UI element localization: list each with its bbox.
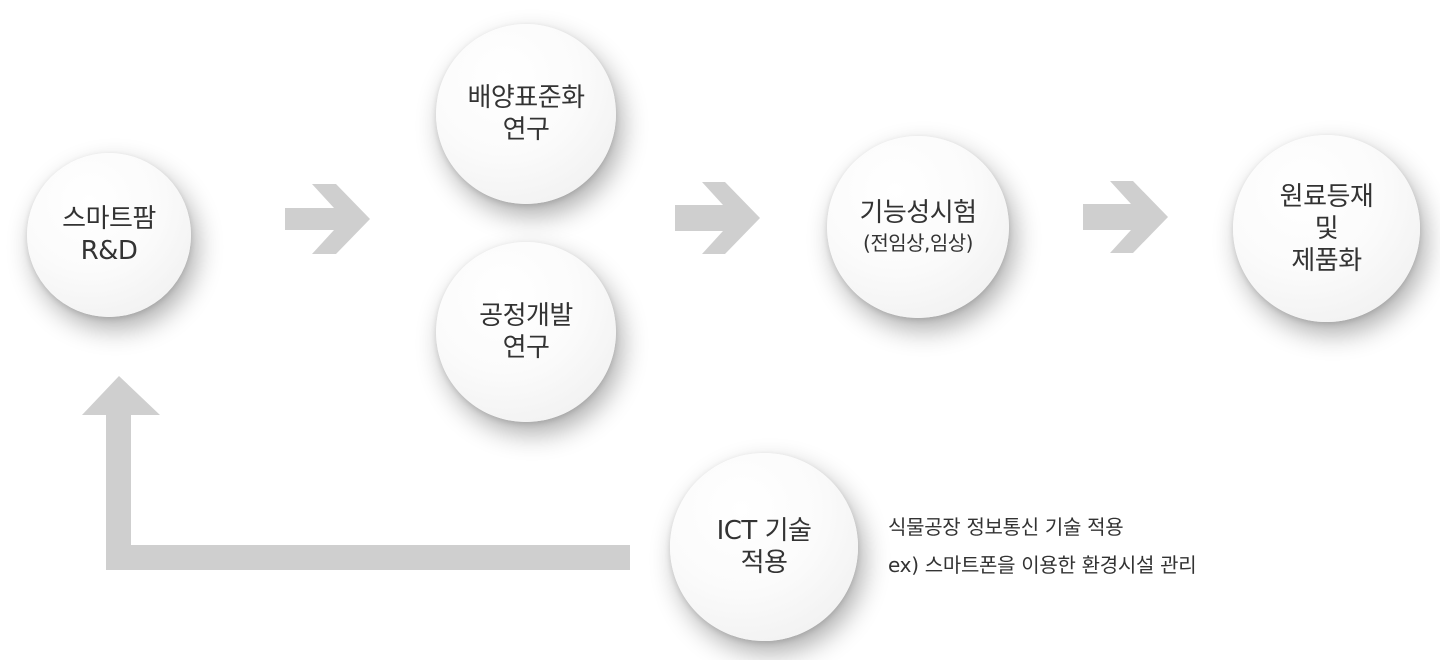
arrow-3 xyxy=(1083,181,1168,253)
node-test-subtitle: (전임상,임상) xyxy=(863,231,973,255)
node-process-subtitle: 연구 xyxy=(502,333,550,363)
ict-note-example: ex) 스마트폰을 이용한 환경시설 관리 xyxy=(888,553,1197,577)
ict-note: 식물공장 정보통신 기술 적용 ex) 스마트폰을 이용한 환경시설 관리 xyxy=(888,512,1197,580)
arrow-1 xyxy=(285,184,370,254)
node-culture-standardization: 배양표준화 연구 xyxy=(436,24,616,204)
node-culture-title: 배양표준화 xyxy=(467,83,585,113)
node-functionality-test: 기능성시험 (전임상,임상) xyxy=(827,136,1009,318)
arrow-2 xyxy=(675,182,760,254)
node-product-line3: 제품화 xyxy=(1291,245,1362,276)
node-ict-title: ICT 기술 xyxy=(716,516,812,546)
node-ict-application: ICT 기술 적용 xyxy=(670,453,858,641)
node-test-title: 기능성시험 xyxy=(859,198,977,228)
node-process-title: 공정개발 xyxy=(479,301,573,331)
node-ict-subtitle: 적용 xyxy=(740,548,788,578)
feedback-arrow xyxy=(82,376,630,570)
node-smart-farm-rnd: 스마트팜 R&D xyxy=(27,153,191,317)
node-productization: 원료등재 및 제품화 xyxy=(1233,135,1420,322)
ict-note-title: 식물공장 정보통신 기술 적용 xyxy=(888,515,1124,539)
node-smart-farm-subtitle: R&D xyxy=(80,236,138,266)
node-smart-farm-title: 스마트팜 xyxy=(62,204,156,234)
node-process-development: 공정개발 연구 xyxy=(436,242,616,422)
node-product-line1: 원료등재 xyxy=(1279,181,1374,212)
node-culture-subtitle: 연구 xyxy=(502,115,550,145)
node-product-line2: 및 xyxy=(1314,213,1339,244)
